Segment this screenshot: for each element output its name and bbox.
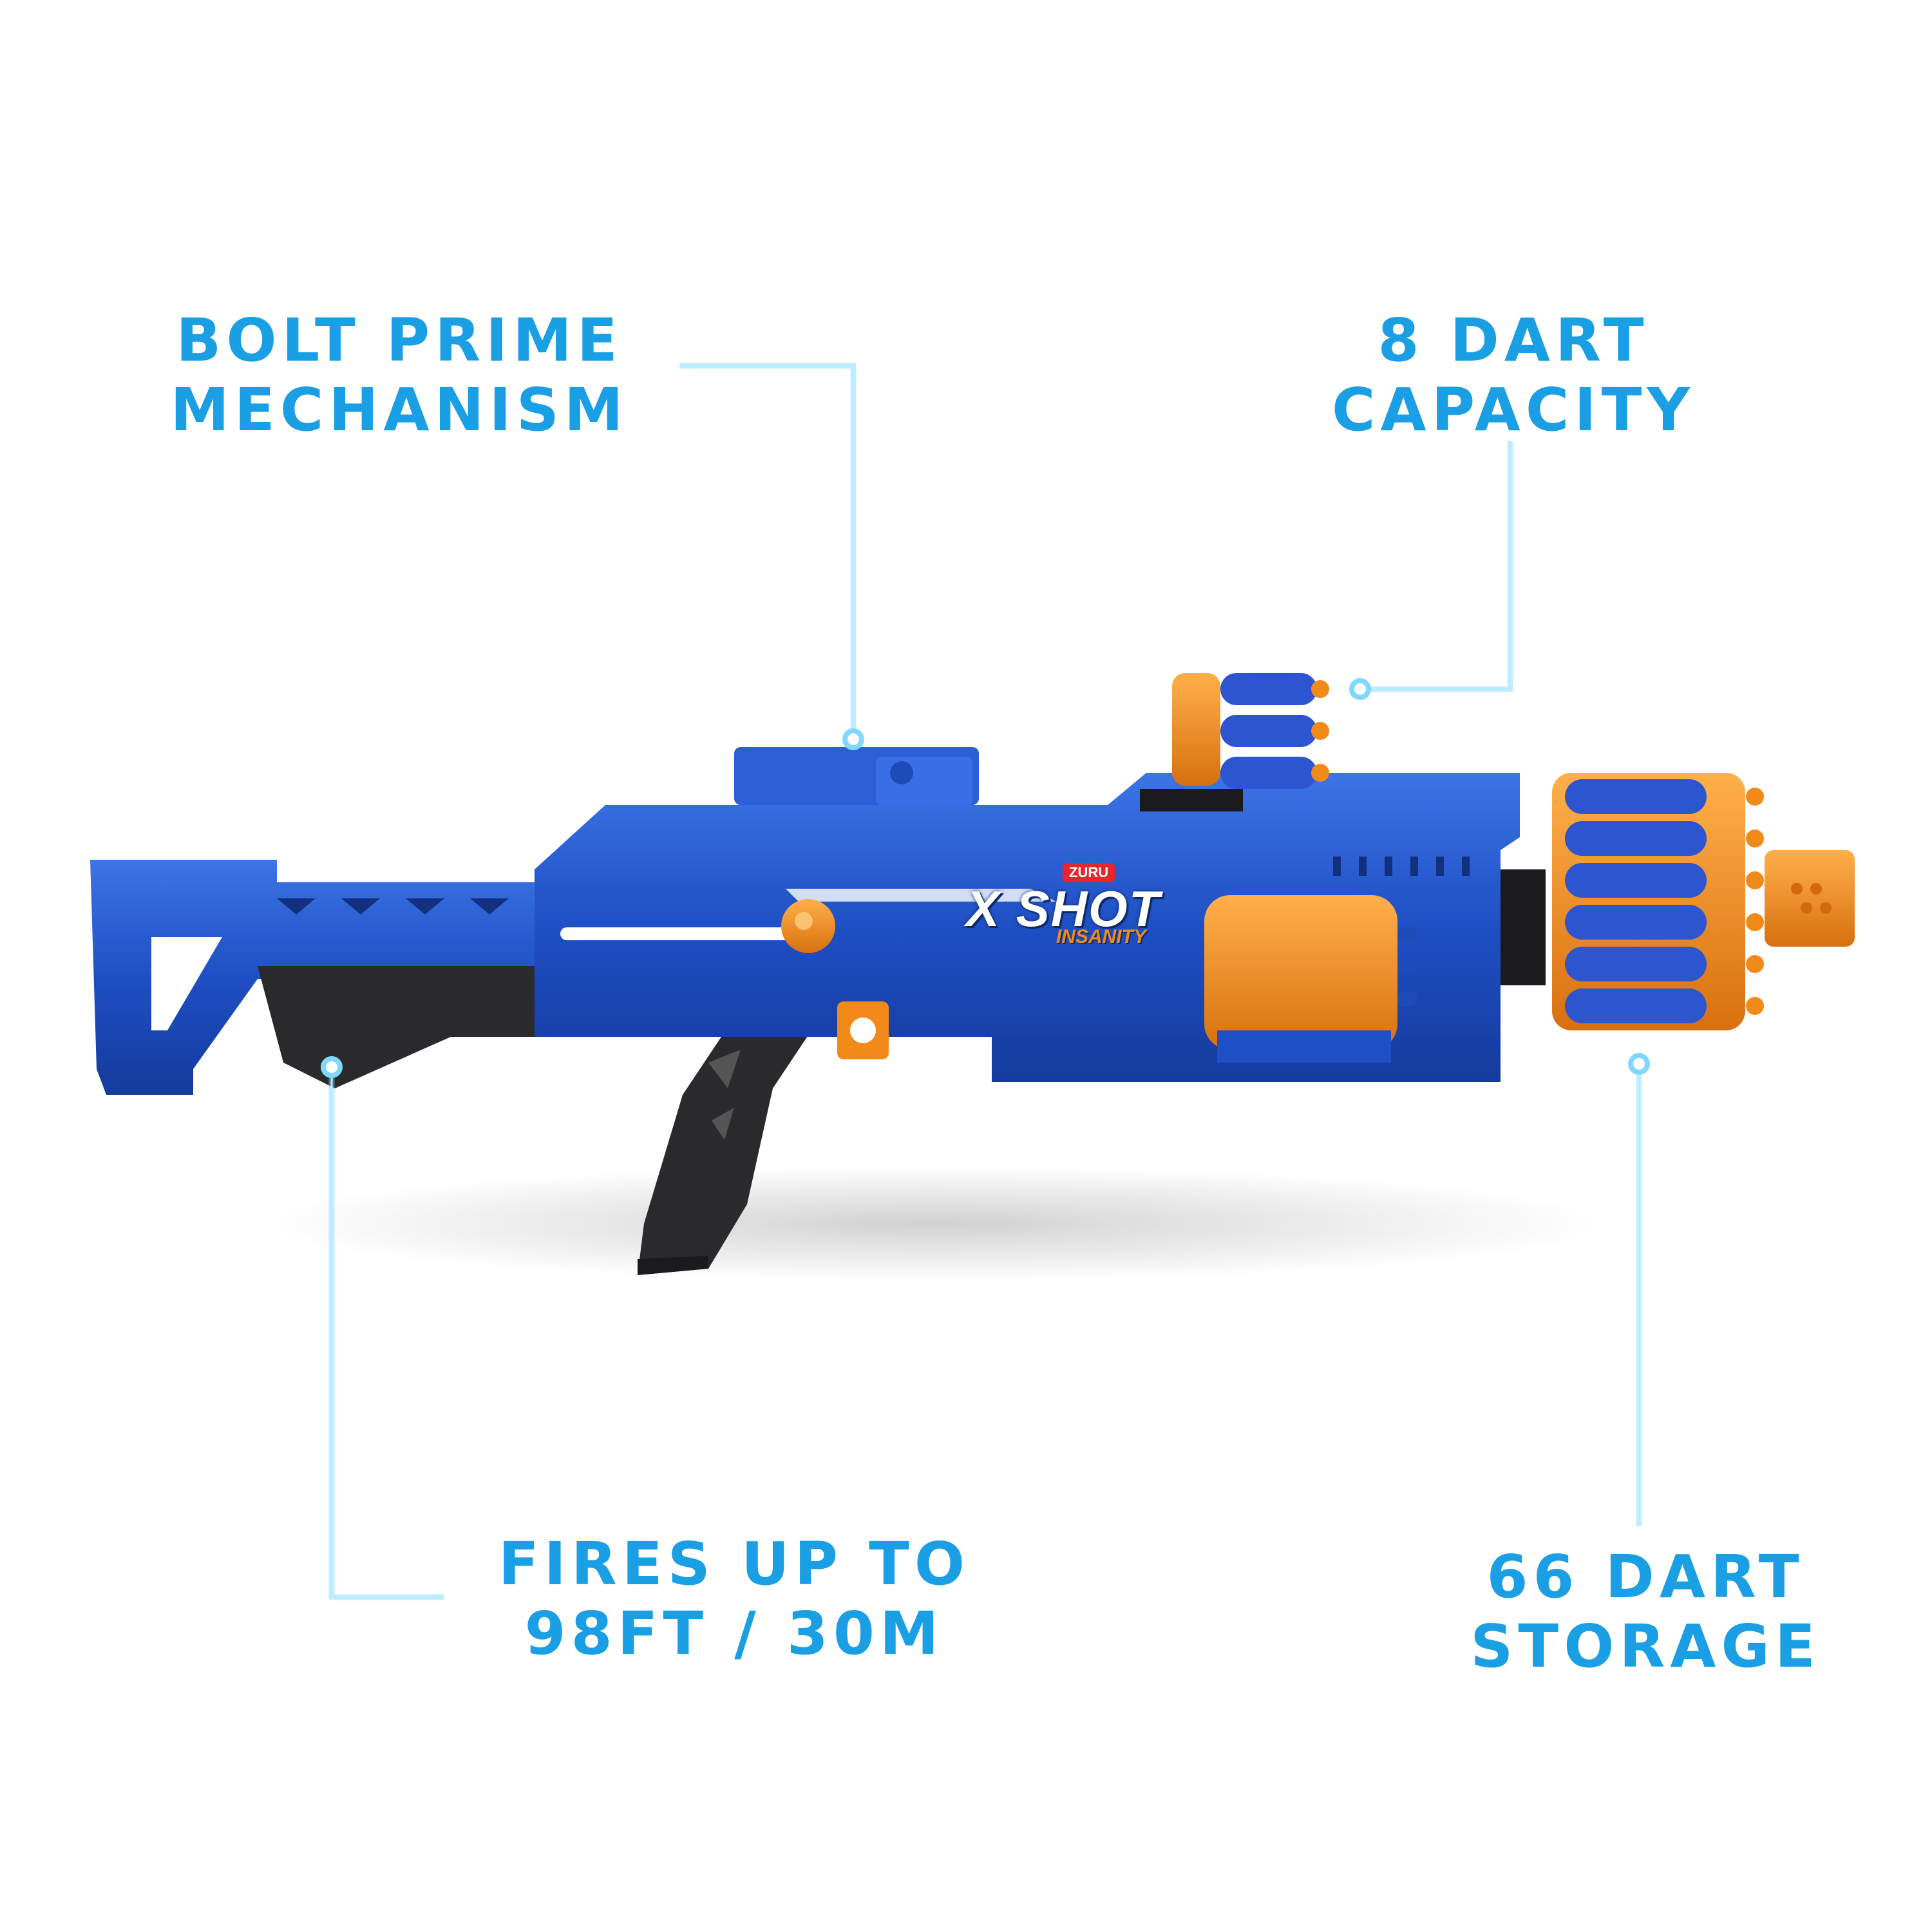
leader-line-storage xyxy=(1628,1053,1650,1526)
revolving-cylinder xyxy=(1204,895,1397,1050)
callout-capacity-line2: CAPACITY xyxy=(1331,375,1696,444)
leader-line-bolt xyxy=(679,363,864,750)
leader-line-capacity xyxy=(1349,441,1513,700)
xshot-wordmark: X SHOT xyxy=(966,880,1161,937)
xshot-logo: ZURU X SHOT INSANITY xyxy=(966,863,1198,953)
trigger-lock-icon xyxy=(850,1018,876,1043)
callout-bolt-line2: MECHANISM xyxy=(170,375,629,444)
insanity-wordmark: INSANITY xyxy=(1056,926,1147,947)
callout-range-line2: 98FT / 30M xyxy=(524,1599,944,1668)
drum-magazine xyxy=(1552,773,1764,1030)
callout-capacity-line1: 8 DART xyxy=(1378,306,1649,375)
callout-range-line1: FIRES UP TO xyxy=(498,1530,971,1598)
floor-shadow xyxy=(258,1166,1610,1282)
callout-storage-line2: STORAGE xyxy=(1470,1612,1821,1681)
blaster-grip xyxy=(258,966,811,1275)
leader-line-range xyxy=(321,1056,444,1600)
callout-dart-storage: 66 DART STORAGE xyxy=(1414,1542,1877,1681)
muzzle-tip xyxy=(1765,850,1855,947)
callout-dart-capacity: 8 DART CAPACITY xyxy=(1282,306,1745,445)
bolt-knob-icon xyxy=(890,761,913,784)
dart-holder xyxy=(1140,673,1329,811)
zuru-badge: ZURU xyxy=(1063,863,1115,882)
callout-bolt-line1: BOLT PRIME xyxy=(176,306,623,375)
callout-storage-line1: 66 DART xyxy=(1486,1542,1804,1611)
callout-bolt-prime: BOLT PRIME MECHANISM xyxy=(129,306,670,445)
callout-firing-range: FIRES UP TO 98FT / 30M xyxy=(451,1530,1018,1669)
